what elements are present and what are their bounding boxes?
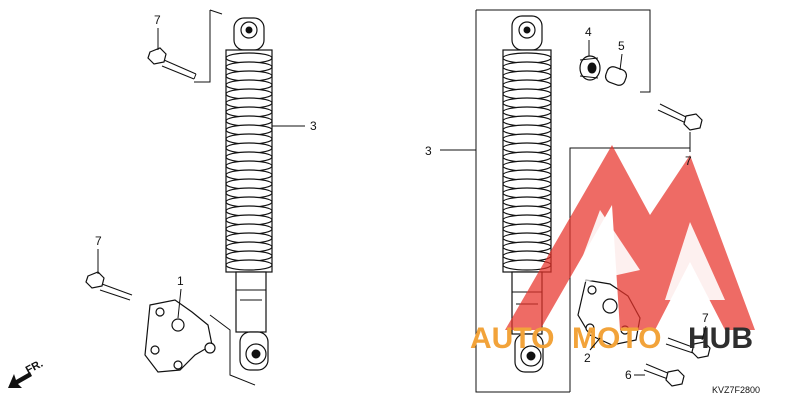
front-direction-indicator: FR. (8, 358, 45, 388)
left-bolt-bottom (85, 271, 133, 301)
callout-right-bolt-bottom: 7 (702, 311, 709, 325)
callout-collar: 5 (618, 39, 625, 53)
watermark-text-moto: MOTO (572, 322, 661, 355)
right-frame-left (475, 10, 570, 393)
right-bolt-top (657, 103, 703, 131)
watermark-text-auto: AUTO (470, 322, 554, 355)
right-bolt-low (643, 363, 685, 387)
callout-left-bracket: 1 (177, 274, 184, 288)
callout-right-shock: 3 (425, 144, 432, 158)
callout-right-bracket: 2 (584, 351, 591, 365)
watermark-text-hub: HUB (688, 322, 753, 355)
front-arrow-icon (8, 372, 32, 388)
callout-bushing: 4 (585, 25, 592, 39)
left-shock-absorber (225, 17, 273, 371)
callout-left-shock: 3 (310, 119, 317, 133)
spring-coil (225, 259, 273, 271)
right-bolt-bottom (665, 337, 711, 359)
diagram-code: KVZ7F2800 (712, 385, 760, 395)
right-frame-top (476, 9, 651, 93)
left-bracket-line-top (194, 10, 211, 83)
left-bolt-top (147, 47, 197, 80)
callouts: 7 3 7 1 3 4 5 7 2 7 6 (95, 13, 709, 382)
collar-part (604, 66, 628, 86)
left-frame-line-bottom (209, 314, 256, 386)
left-assembly (85, 9, 273, 386)
callout-right-bolt-low: 6 (625, 368, 632, 382)
callout-left-bolt-top: 7 (154, 13, 161, 27)
left-frame-line (209, 9, 223, 15)
callout-left-bolt-bottom: 7 (95, 234, 102, 248)
left-bracket (144, 299, 216, 373)
watermark-logo (505, 145, 755, 330)
callout-right-bolt-top: 7 (685, 154, 692, 168)
watermark-wordmark: AUTO MOTO HUB (470, 322, 753, 355)
bushing-part (579, 55, 601, 81)
right-frame-inner (569, 147, 690, 392)
front-arrow-label: FR. (24, 358, 45, 377)
